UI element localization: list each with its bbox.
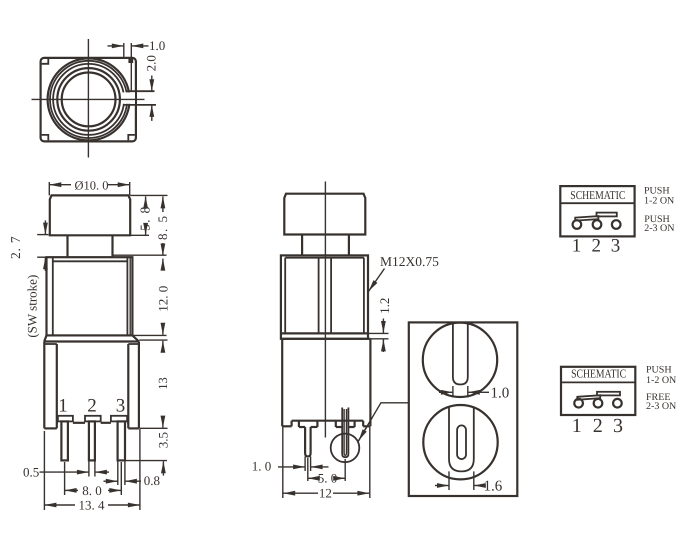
svg-text:12: 12 [319, 486, 332, 501]
svg-text:8. 5: 8. 5 [155, 215, 170, 241]
svg-text:1.0: 1.0 [491, 386, 510, 402]
svg-text:PUSH: PUSH [644, 186, 670, 197]
svg-text:PUSH: PUSH [644, 214, 670, 225]
svg-text:SCHEMATIC: SCHEMATIC [571, 367, 626, 381]
svg-text:0.8: 0.8 [144, 473, 160, 488]
svg-text:Ø10. 0: Ø10. 0 [74, 179, 108, 193]
svg-text:3: 3 [611, 235, 621, 256]
svg-text:2-3 ON: 2-3 ON [646, 401, 676, 412]
svg-text:3: 3 [116, 395, 126, 416]
svg-text:(SW stroke): (SW stroke) [25, 275, 40, 338]
svg-text:2: 2 [592, 235, 602, 256]
svg-text:3: 3 [613, 415, 623, 437]
svg-text:SCHEMATIC: SCHEMATIC [570, 188, 625, 202]
svg-text:5. 0: 5. 0 [318, 471, 338, 486]
svg-text:5. 8: 5. 8 [138, 205, 153, 230]
svg-text:0.5: 0.5 [23, 465, 39, 480]
svg-text:1-2 ON: 1-2 ON [646, 375, 676, 386]
svg-text:2: 2 [593, 415, 603, 437]
svg-text:1.6: 1.6 [484, 479, 503, 495]
svg-text:M12X0.75: M12X0.75 [380, 254, 439, 269]
svg-text:1.2: 1.2 [377, 298, 392, 314]
svg-text:PUSH: PUSH [646, 365, 672, 376]
svg-text:2. 7: 2. 7 [8, 236, 23, 259]
svg-text:1: 1 [572, 415, 582, 437]
svg-text:13. 4: 13. 4 [79, 498, 106, 513]
svg-text:1: 1 [58, 395, 68, 416]
svg-text:1.0: 1.0 [149, 38, 165, 53]
svg-text:2-3 ON: 2-3 ON [644, 223, 674, 234]
svg-text:2.0: 2.0 [144, 55, 159, 71]
svg-text:FREE: FREE [646, 392, 670, 403]
svg-text:12. 0: 12. 0 [155, 286, 170, 312]
svg-text:2: 2 [87, 395, 97, 416]
svg-text:1: 1 [572, 235, 582, 256]
svg-text:13: 13 [156, 377, 170, 390]
svg-text:1. 0: 1. 0 [252, 459, 271, 474]
svg-text:3.5: 3.5 [156, 432, 171, 448]
svg-text:8. 0: 8. 0 [82, 483, 102, 498]
svg-text:1-2 ON: 1-2 ON [644, 196, 674, 207]
